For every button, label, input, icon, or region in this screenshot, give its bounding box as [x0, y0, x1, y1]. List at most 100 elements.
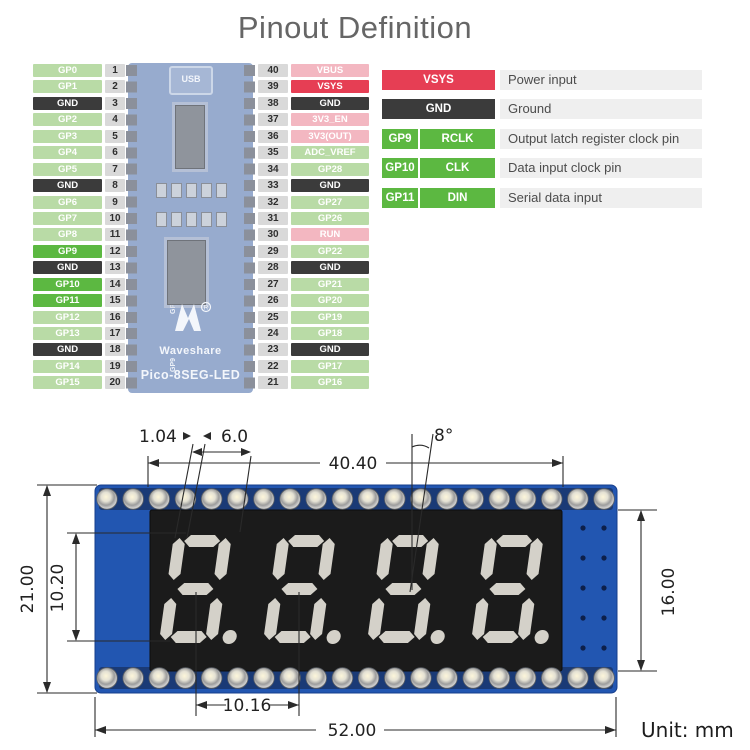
pin-pad: [200, 488, 223, 510]
pin-label: GP1: [33, 80, 102, 94]
legend-badge: VSYS: [382, 70, 495, 90]
pin-pad: [384, 488, 406, 510]
legend-signal-name: DIN: [447, 191, 468, 204]
pin-label: GP5: [33, 162, 102, 176]
dim-digit-pitch: 10.16: [223, 696, 272, 716]
via-hole: [601, 615, 607, 621]
pin-pad: [357, 667, 380, 689]
pin-label: VSYS: [291, 80, 369, 94]
brand-name: Waveshare: [159, 345, 222, 357]
legend-signal-name: CLK: [445, 162, 470, 175]
pin-number: 36: [258, 129, 288, 143]
pin-pad: [541, 488, 563, 510]
pin-number: 23: [258, 343, 288, 357]
dimension-lines: [37, 432, 657, 737]
pin-pad: [436, 667, 458, 689]
pin-pads: [96, 488, 615, 689]
pin-pad: [436, 488, 458, 510]
legend-badge: GND: [382, 99, 495, 120]
pin-label: GND: [33, 96, 102, 110]
pin-pad: [462, 667, 484, 689]
smd-resistor-row: GP9: [156, 212, 227, 372]
legend-row: GP11 DIN Serial data input: [382, 187, 704, 208]
dim-display-height: 16.00: [659, 568, 679, 617]
pin-number: 20: [105, 376, 125, 390]
pin-number: 29: [258, 244, 288, 258]
pin-pad: [410, 667, 432, 689]
pin-label: GND: [33, 343, 102, 357]
legend-description: Serial data input: [500, 187, 702, 208]
pin-pad: [567, 488, 589, 510]
dim-board-height: 21.00: [18, 565, 38, 614]
pin-number: 5: [105, 129, 125, 143]
pin-number: 1: [105, 64, 125, 77]
legend-pin-name: GP11: [382, 187, 420, 208]
via-hole: [601, 585, 607, 591]
pin-label: GP18: [291, 327, 369, 340]
pin-label: GND: [291, 343, 369, 357]
pin-label: GP26: [291, 211, 369, 225]
pin-label: GP27: [291, 195, 369, 209]
legend-badge: GP11 DIN: [382, 187, 495, 208]
legend-description: Power input: [500, 70, 702, 90]
via-hole: [601, 645, 607, 651]
pin-number: 19: [105, 359, 125, 373]
pin-label: 3V3_EN: [291, 113, 369, 127]
pin-label: RUN: [291, 228, 369, 242]
pin-number: 3: [105, 96, 125, 110]
pin-label: GP7: [33, 211, 102, 225]
pin-label: GND: [33, 179, 102, 193]
pin-label: GP9: [33, 244, 102, 258]
pin-number: 28: [258, 261, 288, 275]
castellated-pads-left: [126, 65, 137, 391]
pin-number: 9: [105, 195, 125, 209]
pin-pad: [96, 667, 118, 689]
pin-label: GP16: [291, 376, 369, 390]
pin-number: 17: [105, 327, 125, 340]
ic-chip: [167, 240, 206, 305]
pin-label: GP17: [291, 359, 369, 373]
pin-label: 3V3(OUT): [291, 129, 369, 143]
via-hole: [580, 585, 586, 591]
pin-number: 16: [105, 310, 125, 324]
pin-pad: [200, 667, 223, 689]
via-hole: [580, 645, 586, 651]
dim-segment-width: 1.04: [139, 427, 177, 447]
waveshare-logo-icon: R: [128, 301, 253, 338]
pin-pad: [305, 667, 327, 689]
page-title: Pinout Definition: [237, 10, 473, 45]
pin-pad: [96, 488, 118, 510]
pin-pad: [174, 488, 197, 510]
legend-pin-name: GP10: [382, 158, 420, 179]
dim-digit-height: 10.20: [48, 564, 68, 613]
pin-label: GP2: [33, 113, 102, 127]
pin-pad: [227, 667, 249, 689]
unit-label: Unit: mm: [641, 718, 734, 742]
pin-label: GP15: [33, 376, 102, 390]
